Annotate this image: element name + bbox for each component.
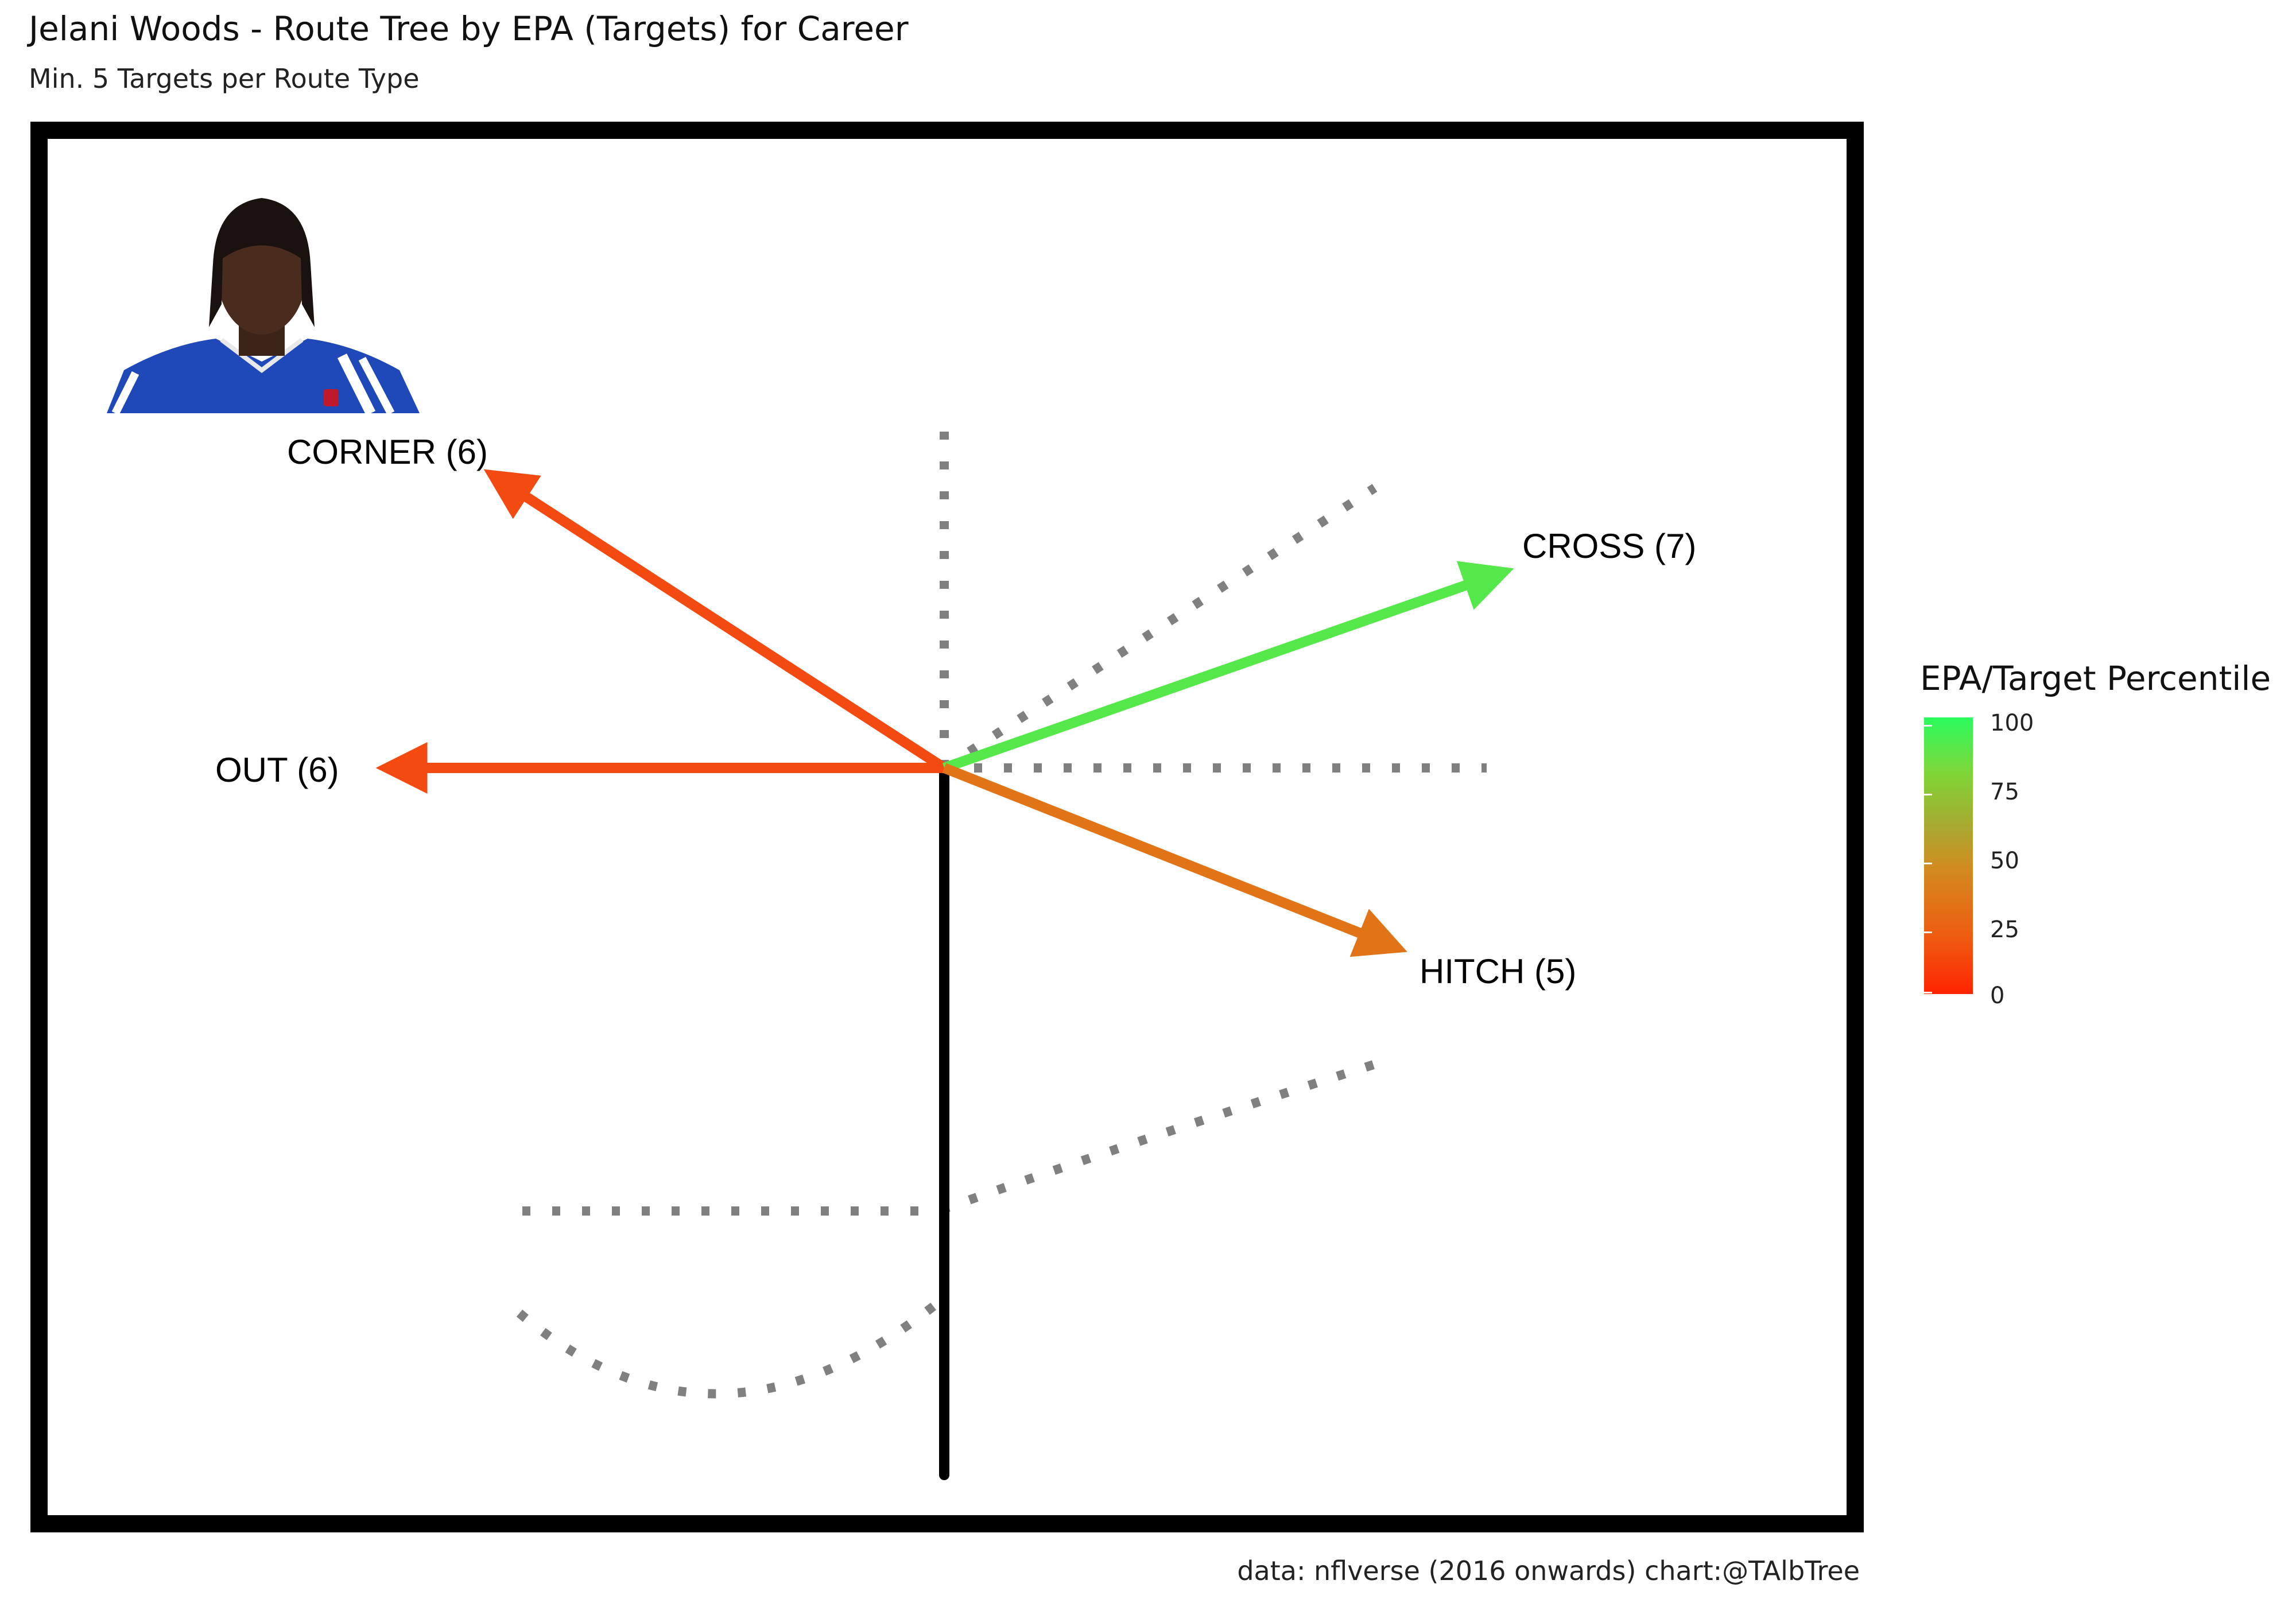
legend-tick-75: 75 (1990, 779, 2019, 805)
route-hitch (942, 763, 1407, 957)
inactive-routes (516, 428, 1487, 1399)
legend-tick-25: 25 (1990, 917, 2019, 943)
legend-tick-100: 100 (1990, 710, 2034, 736)
legend-tick-50: 50 (1990, 848, 2019, 874)
route-label-corner: CORNER (6) (287, 433, 488, 471)
active-routes (375, 469, 1514, 957)
route-label-cross: CROSS (7) (1522, 527, 1696, 565)
chart-subtitle: Min. 5 Targets per Route Type (29, 63, 420, 94)
chart-caption: data: nflverse (2016 onwards) chart:@TAl… (1237, 1555, 1860, 1586)
route-corner (483, 469, 947, 773)
legend-tick-0: 0 (1990, 983, 2005, 1009)
route-cross (943, 561, 1514, 773)
player-headshot (101, 172, 422, 413)
route-label-out: OUT (6) (215, 751, 339, 789)
legend-title: EPA/Target Percentile (1920, 659, 2271, 698)
legend-colorbar (1924, 717, 1973, 994)
chart-title: Jelani Woods - Route Tree by EPA (Target… (29, 9, 909, 48)
route-label-hitch: HITCH (5) (1420, 952, 1576, 991)
inactive-route-wheel (940, 1056, 1388, 1214)
